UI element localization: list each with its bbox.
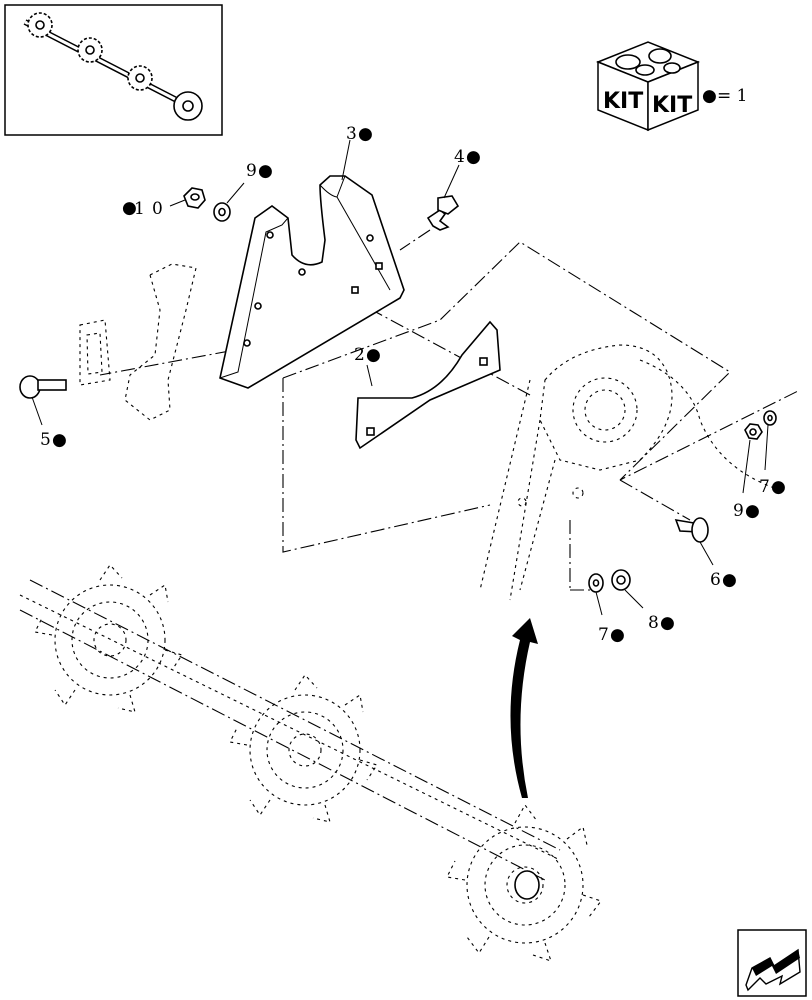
- callout-number: 3: [346, 124, 357, 144]
- wear-plate[interactable]: [355, 320, 501, 450]
- callout-number: 0: [152, 199, 163, 219]
- callout-8: 9 ●: [246, 161, 273, 181]
- callout-number: 7: [598, 625, 609, 645]
- callout-4: 4 ●: [454, 147, 481, 167]
- kit-equation: = 1: [717, 86, 747, 106]
- callout-5: 5 ●: [40, 430, 67, 450]
- kit-label-right: KIT: [652, 93, 692, 118]
- callout-2: 2 ●: [354, 345, 381, 365]
- callout-number: 7: [759, 477, 770, 497]
- callout-9-lower: 8 ●: [648, 613, 675, 633]
- thumb-sprocket: [173, 91, 203, 121]
- sprocket-ghost-left: [34, 564, 183, 713]
- callout-number: 5: [40, 430, 51, 450]
- sprocket-ghost-middle: [229, 674, 378, 823]
- ghost-bearing-assembly: [479, 344, 781, 601]
- callout-marker: ●: [466, 147, 481, 167]
- phantom-lines: [19, 229, 801, 881]
- kit-marker: ●: [702, 86, 717, 106]
- leader-lines: [31, 139, 769, 616]
- kit-label-left: KIT: [603, 89, 643, 114]
- callout-marker: ●: [366, 345, 381, 365]
- callout-3: 3 ●: [346, 124, 373, 144]
- sprocket-ghost-right: [446, 803, 602, 962]
- washer-7-lower[interactable]: [588, 573, 604, 593]
- washer-7-upper[interactable]: [763, 410, 777, 426]
- callout-number: 8: [648, 613, 659, 633]
- mounting-bracket[interactable]: [219, 175, 405, 389]
- kit-box-icon: KIT KIT: [595, 41, 701, 132]
- callout-marker: ●: [258, 161, 273, 181]
- callout-number: 9: [246, 161, 257, 181]
- callout-marker: ●: [358, 124, 373, 144]
- callout-marker: ●: [660, 613, 675, 633]
- sprocket-shaft: [19, 564, 602, 962]
- thumb-sprocket: [27, 12, 53, 38]
- callout-number: 6: [710, 570, 721, 590]
- callout-number: 4: [454, 147, 465, 167]
- callout-1: ● 1: [122, 198, 145, 219]
- callout-number: 9: [733, 501, 744, 521]
- washer-8[interactable]: [213, 202, 231, 222]
- bolt-4[interactable]: [426, 195, 460, 231]
- thumb-sprocket: [127, 65, 153, 91]
- flange-nut-9-lower[interactable]: [611, 569, 631, 591]
- callout-marker: ●: [610, 625, 625, 645]
- assembly-arrow: [510, 618, 538, 798]
- callout-6: 6 ●: [710, 570, 737, 590]
- flange-nut-9-upper[interactable]: [744, 423, 763, 440]
- arrow-next-page-icon[interactable]: [737, 929, 807, 997]
- callout-marker: ●: [771, 477, 786, 497]
- callout-marker: ●: [722, 570, 737, 590]
- callout-9-upper: 9 ●: [733, 501, 760, 521]
- callout-marker: ●: [52, 430, 67, 450]
- ghost-lower-bracket: [79, 263, 197, 421]
- callout-7-lower: 7 ●: [598, 625, 625, 645]
- flange-nut-10[interactable]: [183, 187, 206, 209]
- callout-number: 1: [134, 199, 145, 219]
- callout-10: 0: [152, 199, 163, 219]
- callout-7-upper: 7 ●: [759, 477, 786, 497]
- callout-marker: ●: [745, 501, 760, 521]
- carriage-bolt-6[interactable]: [674, 517, 709, 543]
- callout-marker: ●: [122, 198, 137, 218]
- thumb-sprocket: [77, 37, 103, 63]
- callout-number: 2: [354, 345, 365, 365]
- carriage-bolt-5[interactable]: [19, 375, 67, 399]
- thumbnail-inset[interactable]: [4, 4, 223, 136]
